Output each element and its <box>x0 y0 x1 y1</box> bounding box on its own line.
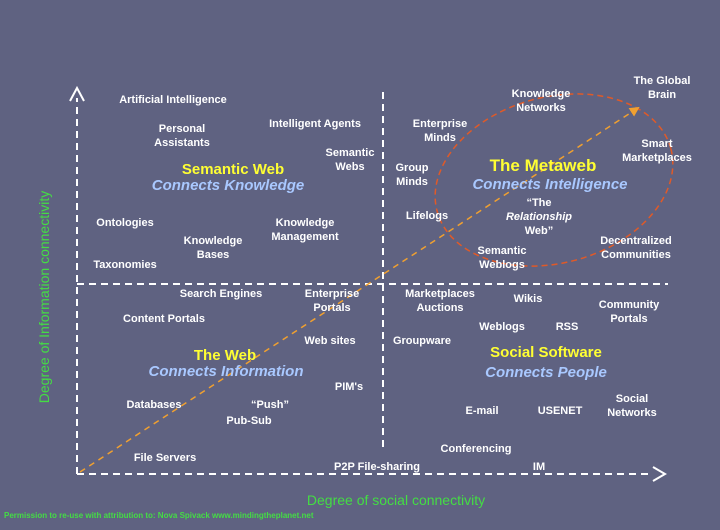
item-group-minds: Group Minds <box>395 162 429 188</box>
item-intelligent-agents: Intelligent Agents <box>269 118 361 130</box>
item-semantic-webs: Semantic Webs <box>325 147 375 173</box>
item-weblogs: Weblogs <box>479 321 525 333</box>
item-personal-assistants: Personal Assistants <box>154 123 210 149</box>
social-software-title: Social Software <box>490 344 602 361</box>
item-social-networks: Social Networks <box>607 393 657 419</box>
item-usenet: USENET <box>537 405 583 417</box>
item-relationship-web: “The Relationship Web” <box>505 197 573 237</box>
item-p2p-file-sharing: P2P File-sharing <box>334 461 420 473</box>
item-email: E-mail <box>465 405 499 417</box>
metaweb-title: The Metaweb <box>489 156 597 175</box>
item-wikis: Wikis <box>513 293 543 305</box>
item-file-servers: File Servers <box>133 452 197 464</box>
item-im: IM <box>532 461 546 473</box>
x-axis-label: Degree of social connectivity <box>306 492 486 508</box>
item-groupware: Groupware <box>392 335 452 347</box>
the-web-subtitle: Connects Information <box>148 363 304 380</box>
item-global-brain: The Global Brain <box>633 75 691 101</box>
semantic-web-title: Semantic Web <box>181 161 285 178</box>
y-axis-label: Degree of Information connectivity <box>36 190 52 404</box>
item-community-portals: Community Portals <box>598 299 660 325</box>
item-pims: PIM's <box>334 381 364 393</box>
item-decentralized-communities: Decentralized Communities <box>600 235 672 261</box>
item-content-portals: Content Portals <box>123 313 205 325</box>
item-push: “Push” <box>251 399 289 411</box>
item-databases: Databases <box>126 399 182 411</box>
item-taxonomies: Taxonomies <box>93 259 157 271</box>
item-knowledge-networks: Knowledge Networks <box>511 88 571 114</box>
trend-arrow <box>79 106 640 473</box>
item-ontologies: Ontologies <box>96 217 154 229</box>
item-web-sites: Web sites <box>304 335 356 347</box>
y-axis-arrowhead <box>69 85 85 102</box>
metaweb-ellipse <box>434 93 674 267</box>
item-knowledge-management: Knowledge Management <box>271 217 339 243</box>
the-web-title: The Web <box>193 347 257 364</box>
attribution-credit: Permission to re-use with attribution to… <box>4 511 314 520</box>
item-rss: RSS <box>555 321 579 333</box>
item-marketplaces-auctions: Marketplaces Auctions <box>405 288 475 314</box>
item-conferencing: Conferencing <box>440 443 512 455</box>
item-pub-sub: Pub-Sub <box>226 415 272 427</box>
item-search-engines: Search Engines <box>179 288 263 300</box>
semantic-web-subtitle: Connects Knowledge <box>151 177 305 194</box>
social-software-subtitle: Connects People <box>485 364 607 381</box>
item-knowledge-bases: Knowledge Bases <box>183 235 243 261</box>
item-semantic-weblogs: Semantic Weblogs <box>477 245 527 271</box>
item-enterprise-portals: Enterprise Portals <box>304 288 360 314</box>
item-smart-marketplaces: Smart Marketplaces <box>622 138 692 164</box>
item-enterprise-minds: Enterprise Minds <box>412 118 468 144</box>
item-lifelogs: Lifelogs <box>405 210 449 222</box>
item-artificial-intelligence: Artificial Intelligence <box>119 94 227 106</box>
metaweb-subtitle: Connects Intelligence <box>472 176 628 193</box>
x-axis-arrowhead <box>652 466 667 482</box>
